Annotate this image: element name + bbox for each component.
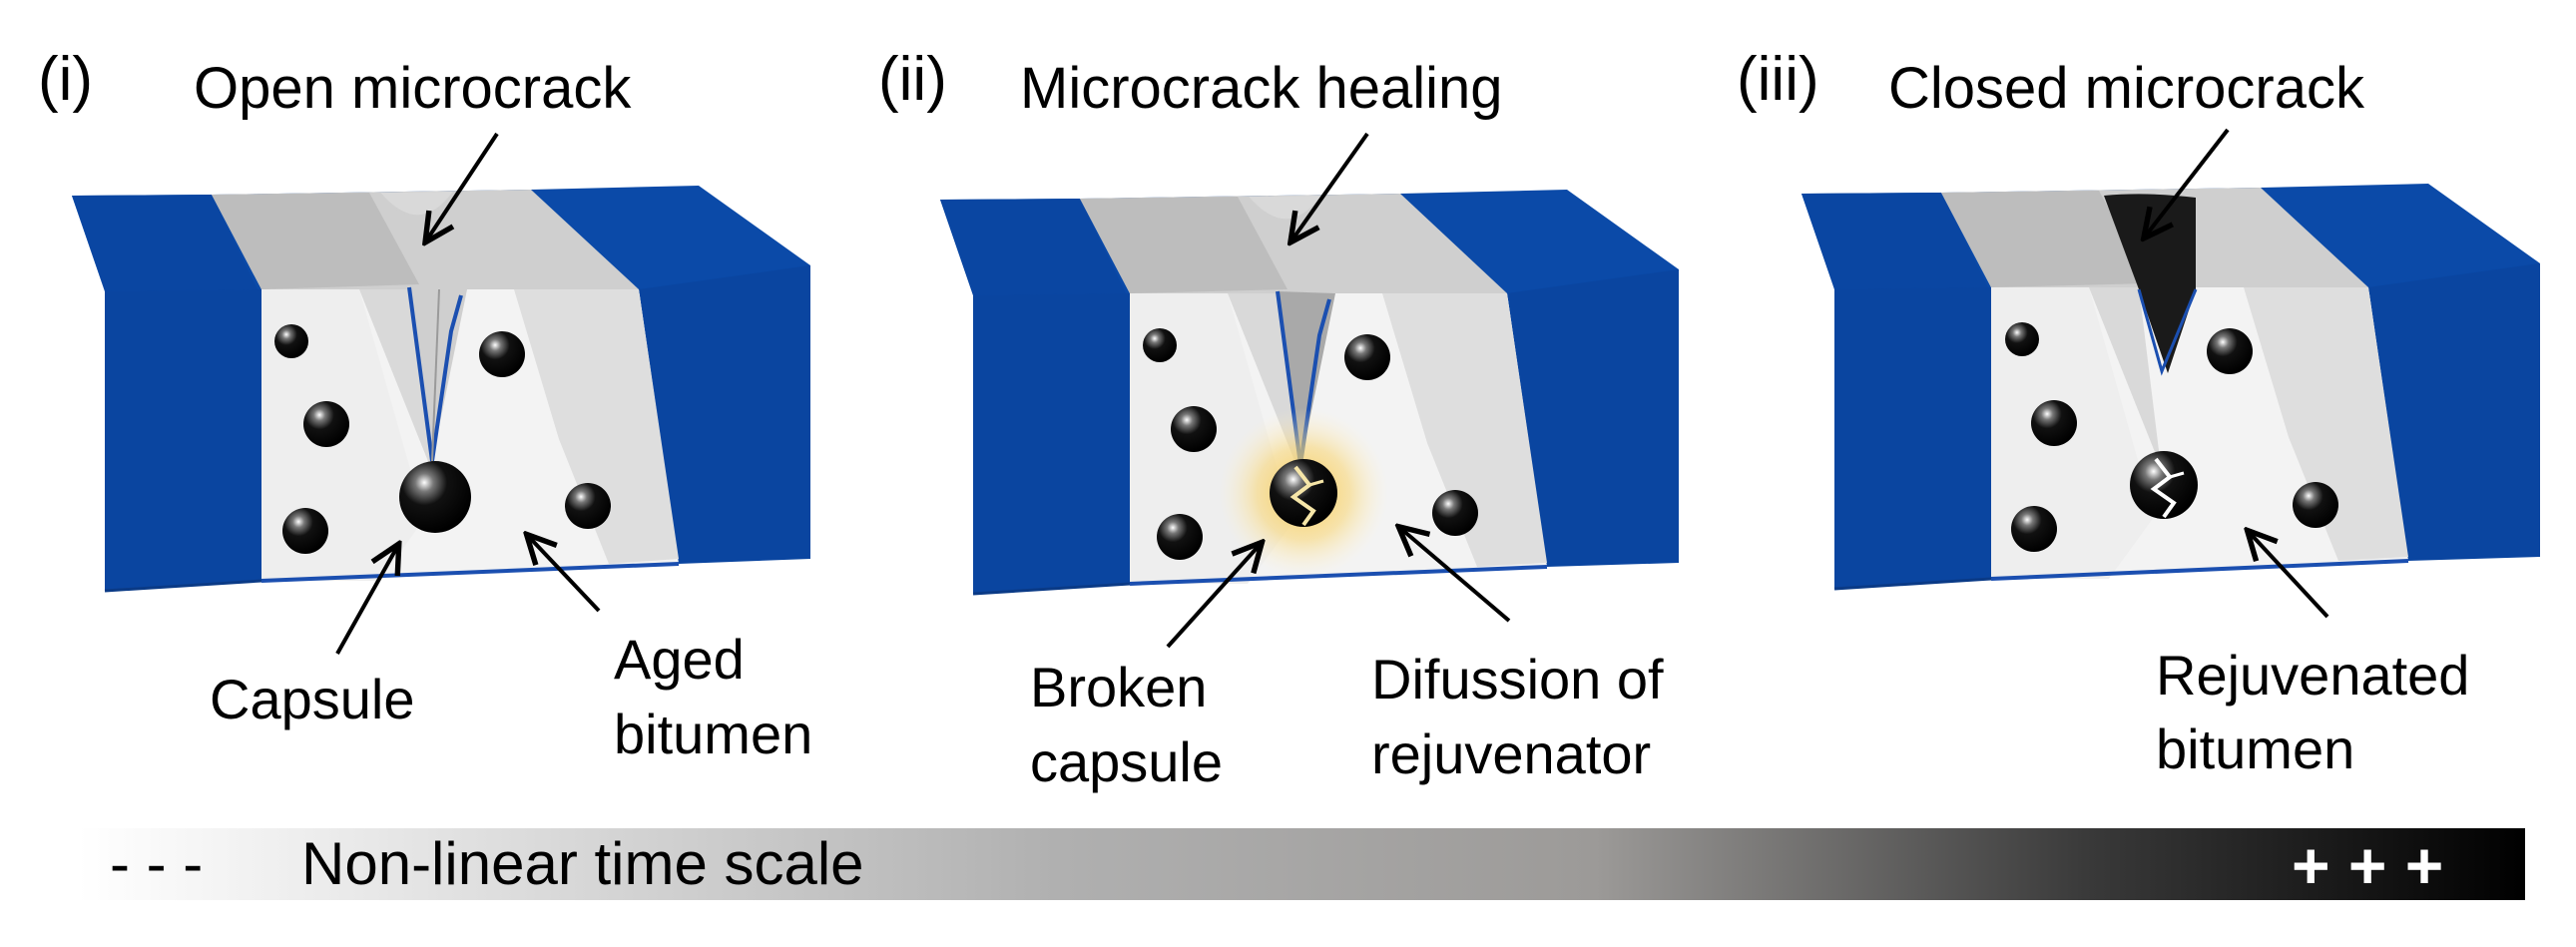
panel-title: Microcrack healing (1020, 56, 1503, 121)
rejuvenated-bitumen-label-line1: Rejuvenated (2156, 644, 2469, 707)
capsule-icon (479, 331, 525, 377)
capsule-icon (1171, 406, 1217, 452)
capsule-icon (1432, 490, 1478, 536)
panel-label: (ii) (878, 45, 947, 114)
panel-title: Closed microcrack (1888, 56, 2365, 121)
broken-capsule-label-line2: capsule (1030, 730, 1223, 793)
capsule-icon (282, 508, 328, 554)
aged-bitumen-label-line1: Aged (614, 628, 745, 691)
rejuvenated-bitumen-label-line2: bitumen (2156, 717, 2354, 780)
arrow-icon (1292, 132, 1369, 239)
capsules (2005, 322, 2338, 552)
aged-bitumen-label-line2: bitumen (614, 703, 812, 765)
broken-capsule-icon (1270, 459, 1337, 527)
capsules (1143, 328, 1478, 560)
capsule-icon (1157, 514, 1203, 560)
capsule-icon (303, 401, 349, 447)
capsule-icon (565, 483, 611, 529)
capsule-icon (2293, 482, 2338, 528)
arrow-icon (1166, 545, 1260, 649)
capsules (274, 324, 611, 554)
arrow-icon (335, 547, 397, 655)
time-gradient (78, 828, 2525, 900)
arrow-icon (529, 537, 601, 613)
panel-label: (i) (38, 45, 93, 114)
time-end-marker: + + + (2292, 828, 2443, 902)
arrow-icon (2250, 533, 2329, 619)
arrow-icon (427, 132, 499, 239)
panel-i: (i) Open microcrack (38, 45, 812, 765)
arrow-icon (2146, 128, 2230, 236)
capsule-label: Capsule (210, 668, 414, 730)
capsule-icon (1143, 328, 1177, 362)
panel-ii: (ii) Microcrack healing (878, 45, 1679, 793)
capsule-icon (2011, 506, 2057, 552)
panel-title: Open microcrack (194, 56, 632, 121)
capsule-icon (274, 324, 308, 358)
broken-capsule-label-line1: Broken (1030, 656, 1207, 718)
asphalt-block (1802, 184, 2540, 591)
panel-label: (iii) (1737, 45, 1819, 114)
time-scale-label: Non-linear time scale (301, 830, 864, 897)
diffusion-label-line2: rejuvenator (1371, 722, 1651, 785)
capsule-icon (2005, 322, 2039, 356)
capsule-icon (2207, 328, 2253, 374)
capsule-icon (2031, 400, 2077, 446)
capsule-icon (399, 461, 471, 533)
panel-iii: (iii) Closed microcrack (1737, 45, 2540, 780)
broken-capsule-icon (2130, 451, 2198, 519)
time-scale-bar: - - - Non-linear time scale + + + (78, 828, 2525, 902)
time-start-marker: - - - (110, 830, 203, 897)
diffusion-label-line1: Difussion of (1371, 648, 1664, 710)
arrow-icon (1401, 529, 1511, 623)
capsule-icon (1344, 334, 1390, 380)
